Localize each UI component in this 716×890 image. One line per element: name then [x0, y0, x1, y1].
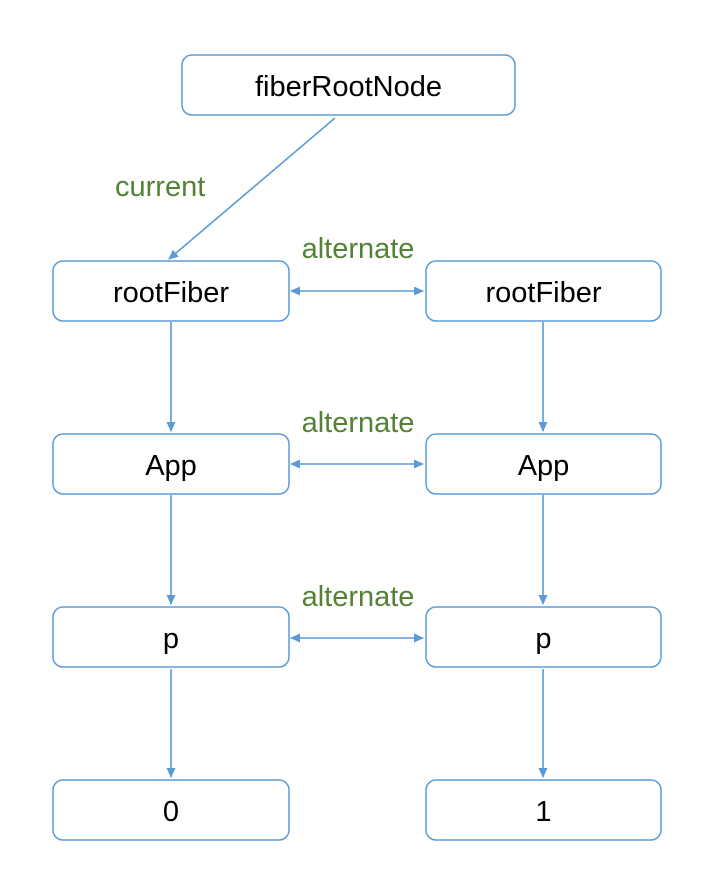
node-label: 0: [163, 796, 179, 828]
node-label: p: [163, 623, 179, 655]
node-box: [52, 779, 290, 841]
node-fiber-root: fiberRootNode: [181, 54, 516, 116]
node-left-app: App: [52, 433, 290, 495]
node-label: 1: [535, 796, 551, 828]
alternate-label-app: alternate: [302, 407, 415, 439]
node-right-text: 1: [425, 779, 662, 841]
alternate-label-root-fiber: alternate: [302, 233, 415, 265]
current-edge: [168, 117, 336, 260]
node-box: [52, 260, 290, 322]
node-label: App: [145, 450, 197, 482]
node-left-root-fiber: rootFiber: [52, 260, 290, 322]
node-box: [425, 779, 662, 841]
node-label: fiberRootNode: [255, 71, 442, 103]
alternate-label-p: alternate: [302, 581, 415, 613]
node-box: [52, 433, 290, 495]
node-left-text: 0: [52, 779, 290, 841]
edge-labels: current alternate alternate alternate: [115, 171, 414, 613]
node-box: [181, 54, 516, 116]
node-box: [425, 260, 662, 322]
edges: [166, 117, 548, 778]
current-label: current: [115, 171, 205, 203]
node-label: App: [518, 450, 570, 482]
node-right-app: App: [425, 433, 662, 495]
node-box: [425, 606, 662, 668]
node-left-p: p: [52, 606, 290, 668]
node-right-root-fiber: rootFiber: [425, 260, 662, 322]
node-right-p: p: [425, 606, 662, 668]
node-label: rootFiber: [485, 277, 601, 309]
node-label: p: [535, 623, 551, 655]
node-box: [425, 433, 662, 495]
node-box: [52, 606, 290, 668]
node-label: rootFiber: [113, 277, 229, 309]
